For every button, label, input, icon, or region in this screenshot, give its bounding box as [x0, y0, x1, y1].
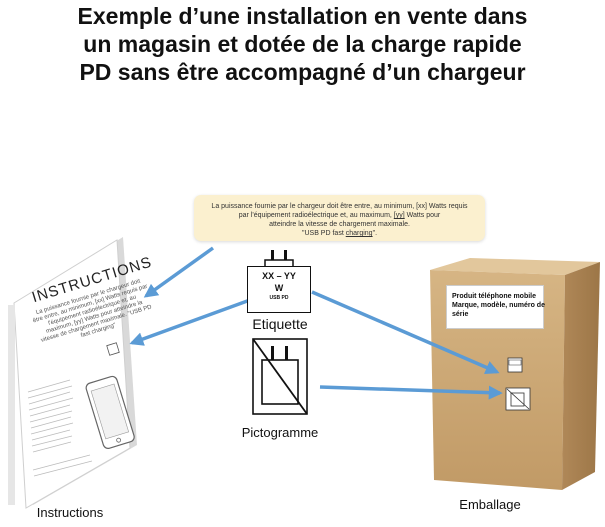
arrow-pictogram-to-box: [319, 385, 503, 400]
sheet-label-icon: [106, 342, 120, 356]
pictogram-crossed-charger-icon: [252, 338, 308, 415]
sheet-edge: [8, 305, 15, 505]
caption-pictogramme: Pictogramme: [241, 425, 319, 440]
title-line-1: Exemple d’une installation en vente dans: [77, 3, 528, 29]
notice-line-4-c: ".: [372, 230, 378, 237]
title-line-2: un magasin et dotée de la charge rapide: [83, 31, 522, 57]
notice-line-4-a: "USB PD fast: [301, 230, 346, 237]
box-pictogram-sticker: [505, 387, 531, 411]
charger-plug-icon: [264, 250, 294, 268]
package-label-line-2: Marque, modèle, numéro de: [452, 302, 545, 309]
package-label-line-3: série: [452, 311, 469, 318]
sheet-page: [13, 239, 131, 509]
power-notice-box: La puissance fournie par le chargeur doi…: [194, 195, 485, 241]
arrow-etiquette-to-box: [311, 290, 500, 374]
caption-instructions: Instructions: [36, 505, 104, 520]
arrow-notice-to-instructions: [143, 246, 215, 298]
notice-line-1: La puissance fournie par le chargeur doi…: [211, 203, 468, 210]
sheet-text-lines: [27, 379, 93, 477]
notice-line-3: atteindre la vitesse de chargement maxim…: [269, 221, 410, 228]
notice-line-4-b: charging: [345, 230, 373, 237]
box-top: [430, 258, 600, 275]
title-line-3: PD sans être accompagné d’un chargeur: [79, 59, 526, 85]
label-power-range: XX – YY: [262, 271, 296, 281]
arrow-etiquette-to-instructions: [129, 298, 251, 346]
phone-icon: [85, 375, 135, 449]
caption-emballage: Emballage: [459, 497, 521, 512]
page-title: Exemple d’une installation en vente dans…: [0, 2, 605, 86]
label-power-unit: W: [274, 283, 284, 293]
arrows: [129, 246, 503, 400]
box-side: [562, 262, 600, 490]
instructions-sheet: [8, 237, 137, 509]
notice-line-2-a: par l'équipement radioélectrique et, au …: [238, 212, 394, 219]
label-usb-pd: USB PD: [269, 295, 289, 301]
notice-line-2-b: [yy]: [393, 212, 405, 219]
notice-line-2: par l'équipement radioélectrique et, au …: [194, 211, 485, 220]
caption-etiquette: Etiquette: [252, 316, 308, 332]
package-product-label: Produit téléphone mobile Marque, modèle,…: [446, 285, 545, 329]
package-label-line-1: Produit téléphone mobile: [452, 293, 537, 300]
etiquette-label: XX – YY W USB PD: [247, 266, 311, 313]
notice-line-2-c: Watts pour: [404, 212, 441, 219]
notice-line-4: "USB PD fast charging".: [194, 229, 485, 238]
